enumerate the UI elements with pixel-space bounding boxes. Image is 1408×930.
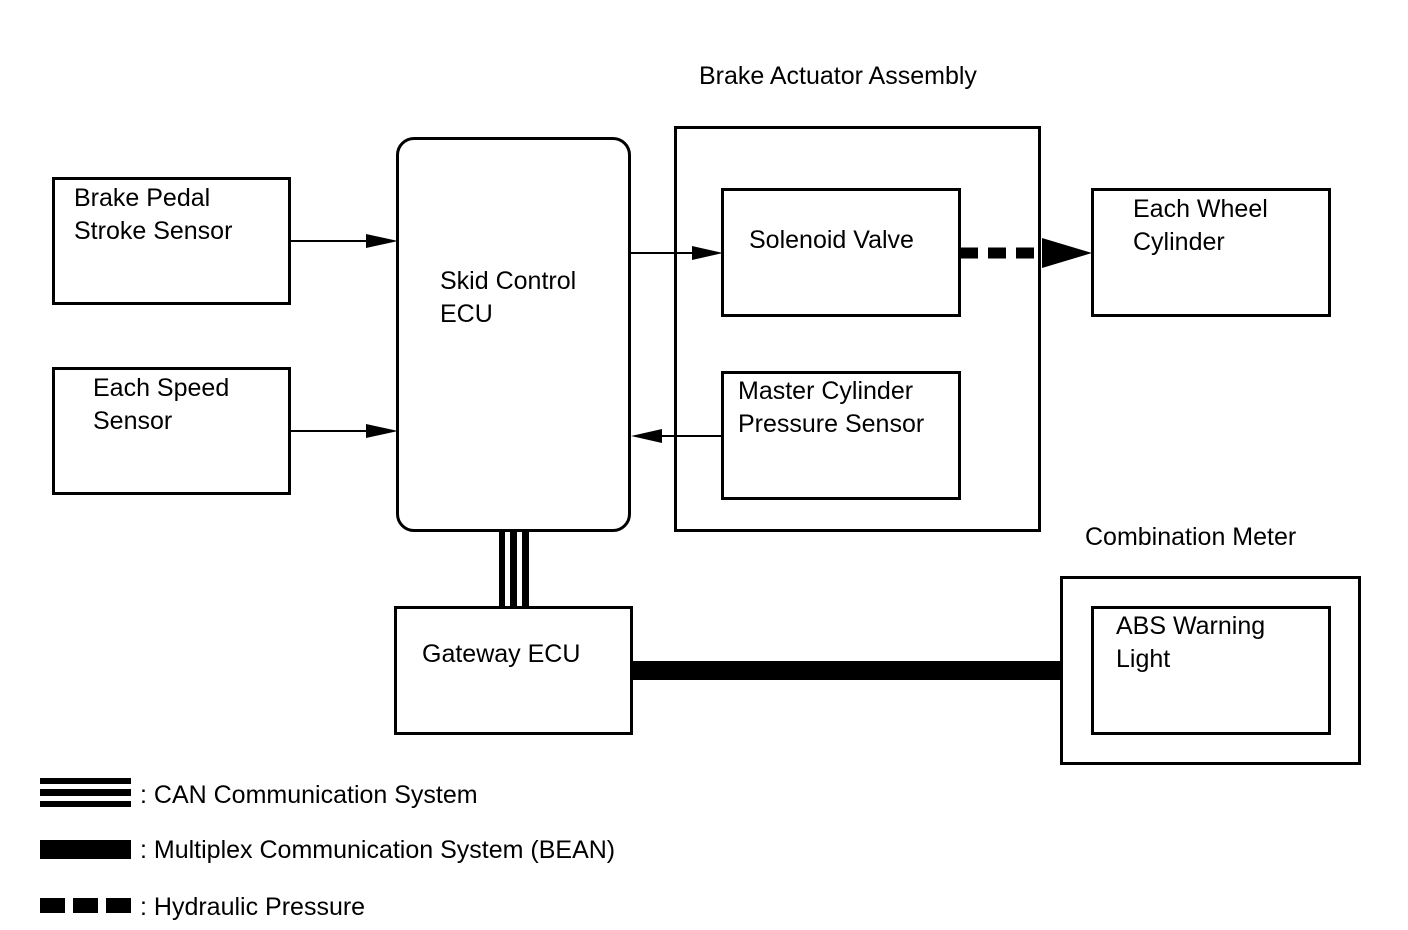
edge-bean-gateway-to-meter <box>631 661 1062 680</box>
edge-can-ecu-to-gateway <box>499 530 529 609</box>
gateway-ecu-box: Gateway ECU <box>394 606 633 735</box>
brake-actuator-assembly-label: Brake Actuator Assembly <box>699 62 977 90</box>
each-wheel-cylinder-box: Each Wheel Cylinder <box>1091 188 1331 317</box>
legend-hydraulic-label: : Hydraulic Pressure <box>140 893 366 921</box>
master-cylinder-pressure-sensor-box: Master Cylinder Pressure Sensor <box>721 371 961 500</box>
abs-warning-light-label: ABS Warning Light <box>1116 612 1266 673</box>
legend-bean-symbol <box>40 840 131 859</box>
each-speed-sensor-label: Each Speed Sensor <box>93 374 230 435</box>
solenoid-valve-box: Solenoid Valve <box>721 188 961 317</box>
skid-control-ecu-label: Skid Control ECU <box>440 267 577 328</box>
combination-meter-label: Combination Meter <box>1085 523 1297 551</box>
edge-hydraulic-solenoid-to-wheel <box>960 238 1092 268</box>
legend-can-label: : CAN Communication System <box>140 781 478 809</box>
brake-actuator-assembly-box <box>674 126 1041 532</box>
each-speed-sensor-box: Each Speed Sensor <box>52 367 291 495</box>
edge-brake-pedal-to-ecu <box>290 234 398 248</box>
legend-can-symbol <box>40 778 131 807</box>
master-cylinder-pressure-sensor-label: Master Cylinder Pressure Sensor <box>738 377 925 438</box>
combination-meter-box <box>1060 576 1361 765</box>
each-wheel-cylinder-label: Each Wheel Cylinder <box>1133 195 1268 256</box>
brake-pedal-stroke-sensor-box: Brake Pedal Stroke Sensor <box>52 177 291 305</box>
solenoid-valve-label: Solenoid Valve <box>749 226 914 254</box>
edge-speed-sensor-to-ecu <box>290 424 398 438</box>
abs-warning-light-box: ABS Warning Light <box>1091 606 1331 735</box>
legend-bean-label: : Multiplex Communication System (BEAN) <box>140 836 616 864</box>
skid-control-ecu-box: Skid Control ECU <box>396 137 631 532</box>
gateway-ecu-label: Gateway ECU <box>422 640 581 668</box>
brake-pedal-stroke-sensor-label: Brake Pedal Stroke Sensor <box>74 184 233 245</box>
edge-master-cylinder-to-ecu <box>631 429 723 443</box>
legend-hydraulic-symbol <box>40 898 131 913</box>
edge-ecu-to-solenoid-valve <box>630 246 723 260</box>
